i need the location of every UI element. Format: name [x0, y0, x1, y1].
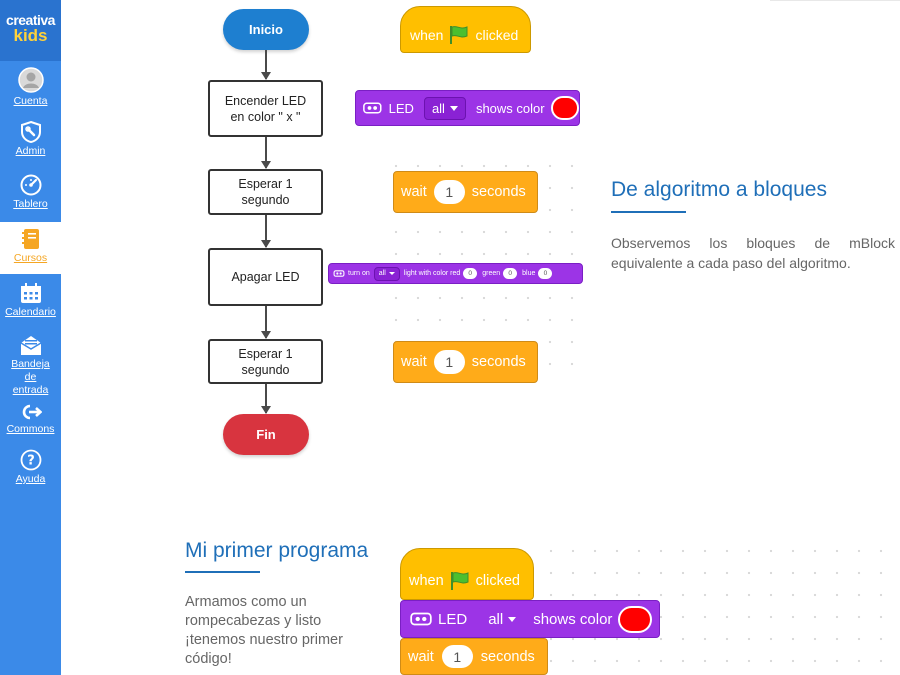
inbox-icon	[20, 336, 41, 355]
dashboard-gauge-icon	[20, 174, 41, 196]
flowchart-start: Inicio	[223, 9, 309, 50]
svg-text:?: ?	[27, 454, 35, 469]
wait-duration-input[interactable]: 1	[441, 645, 473, 668]
chevron-down-icon	[508, 616, 517, 622]
flow-arrow	[261, 137, 271, 169]
chevron-down-icon	[449, 105, 458, 111]
sidebar-item-tablero[interactable]: Tablero	[0, 174, 61, 211]
sidebar-item-label: Commons	[6, 423, 55, 435]
book-icon	[21, 229, 39, 249]
sidebar-item-cursos[interactable]: Cursos	[0, 222, 61, 274]
block-text: light with color red	[403, 270, 461, 277]
flowchart-step-label: Apagar LED	[231, 270, 300, 284]
calendar-icon	[20, 283, 41, 303]
sidebar-item-calendario[interactable]: Calendario	[0, 283, 61, 319]
logo-bottom-text: kids	[13, 26, 48, 45]
dropdown-value: all	[378, 270, 386, 277]
sidebar-item-cuenta[interactable]: Cuenta	[0, 67, 61, 108]
flow-arrow	[261, 384, 271, 414]
mbot-robot-icon	[410, 612, 432, 626]
block-text: blue	[522, 270, 536, 277]
wait-seconds-block[interactable]: wait 1 seconds	[400, 638, 548, 675]
sidebar: creativa kids Cuenta Admin Tablero	[0, 0, 61, 675]
block-text: wait	[401, 184, 427, 200]
title-underline	[611, 211, 686, 213]
flowchart-step-esperar-1: Esperar 1 segundo	[208, 169, 323, 215]
sidebar-item-label: Cuenta	[13, 95, 48, 107]
commons-arrow-icon	[22, 404, 42, 420]
section-title-mi-primer-programa: Mi primer programa	[185, 539, 369, 562]
red-value-input[interactable]: 0	[463, 268, 478, 279]
block-text: LED	[388, 100, 414, 116]
led-position-dropdown[interactable]: all	[423, 96, 466, 120]
dropdown-value: all	[431, 100, 445, 116]
title-underline	[185, 571, 260, 573]
block-text: seconds	[480, 648, 535, 665]
sidebar-item-ayuda[interactable]: ? Ayuda	[0, 449, 61, 486]
when-flag-clicked-block[interactable]: when clicked	[400, 548, 534, 600]
light-position-dropdown[interactable]: all	[373, 266, 400, 281]
block-text: shows color	[475, 100, 545, 116]
wait-duration-input[interactable]: 1	[433, 350, 465, 374]
block-text: clicked	[475, 573, 520, 589]
blue-value-input[interactable]: 0	[538, 268, 553, 279]
section-title-de-algoritmo: De algoritmo a bloques	[611, 178, 827, 201]
green-value-input[interactable]: 0	[503, 268, 518, 279]
top-divider	[770, 0, 900, 1]
mbot-robot-icon	[363, 102, 382, 114]
flow-arrow	[261, 306, 271, 339]
dropdown-value: all	[488, 610, 504, 628]
block-text: wait	[401, 354, 427, 370]
block-text: when	[409, 573, 444, 589]
creativa-kids-logo[interactable]: creativa kids	[0, 0, 61, 61]
block-text: seconds	[471, 354, 526, 370]
shield-wrench-icon	[20, 121, 41, 143]
sidebar-item-label: Bandeja de entrada	[11, 358, 50, 396]
wait-duration-input[interactable]: 1	[433, 180, 465, 204]
sidebar-item-bandeja-de-entrada[interactable]: Bandeja de entrada	[0, 335, 61, 397]
flowchart-step-label: Esperar 1 segundo	[238, 346, 293, 377]
sidebar-item-label: Admin	[15, 145, 46, 157]
flowchart-step-apagar-led: Apagar LED	[208, 248, 323, 306]
sidebar-item-label: Calendario	[5, 306, 56, 318]
block-text: seconds	[471, 184, 526, 200]
led-position-dropdown[interactable]: all	[479, 606, 526, 632]
block-text: green	[482, 270, 501, 277]
flowchart-step-label: Esperar 1 segundo	[238, 177, 293, 207]
sidebar-item-commons[interactable]: Commons	[0, 403, 61, 436]
green-flag-icon	[450, 25, 468, 44]
sidebar-item-label: Cursos	[13, 252, 48, 264]
sidebar-item-label: Tablero	[13, 198, 48, 210]
led-shows-color-block[interactable]: LED all shows color	[400, 600, 660, 638]
block-text: when	[410, 26, 444, 43]
block-text: turn on	[348, 270, 370, 277]
flowchart-end: Fin	[223, 414, 309, 455]
mbot-robot-icon	[333, 270, 345, 277]
section-description: Observemos los bloques de mBlock equival…	[611, 235, 895, 271]
flowchart-step-encender-led: Encender LED en color " x "	[208, 80, 323, 137]
block-text: LED	[438, 610, 468, 628]
user-avatar-icon	[17, 67, 44, 93]
block-text: clicked	[475, 26, 519, 43]
turn-on-light-color-block[interactable]: turn on all light with color red 0 green…	[328, 263, 583, 284]
logo-top-text: creativa	[6, 12, 55, 28]
led-shows-color-block[interactable]: LED all shows color	[355, 90, 580, 126]
sidebar-item-admin[interactable]: Admin	[0, 121, 61, 158]
block-text: wait	[408, 648, 434, 665]
wait-seconds-block[interactable]: wait 1 seconds	[393, 171, 538, 213]
block-text: shows color	[533, 610, 613, 628]
flow-arrow	[261, 215, 271, 248]
help-icon: ?	[20, 449, 41, 471]
section-description: Armamos como un rompecabezas y listo ¡te…	[185, 594, 343, 667]
when-flag-clicked-block[interactable]: when clicked	[400, 6, 531, 53]
color-picker-red[interactable]	[618, 605, 653, 633]
flowchart-step-esperar-2: Esperar 1 segundo	[208, 339, 323, 384]
wait-seconds-block[interactable]: wait 1 seconds	[393, 341, 538, 383]
color-picker-red[interactable]	[550, 96, 579, 120]
chevron-down-icon	[388, 272, 395, 275]
green-flag-icon	[450, 572, 469, 590]
flowchart-step-label: Encender LED en color " x "	[224, 93, 307, 124]
sidebar-item-label: Ayuda	[15, 473, 46, 485]
flow-arrow	[261, 50, 271, 80]
